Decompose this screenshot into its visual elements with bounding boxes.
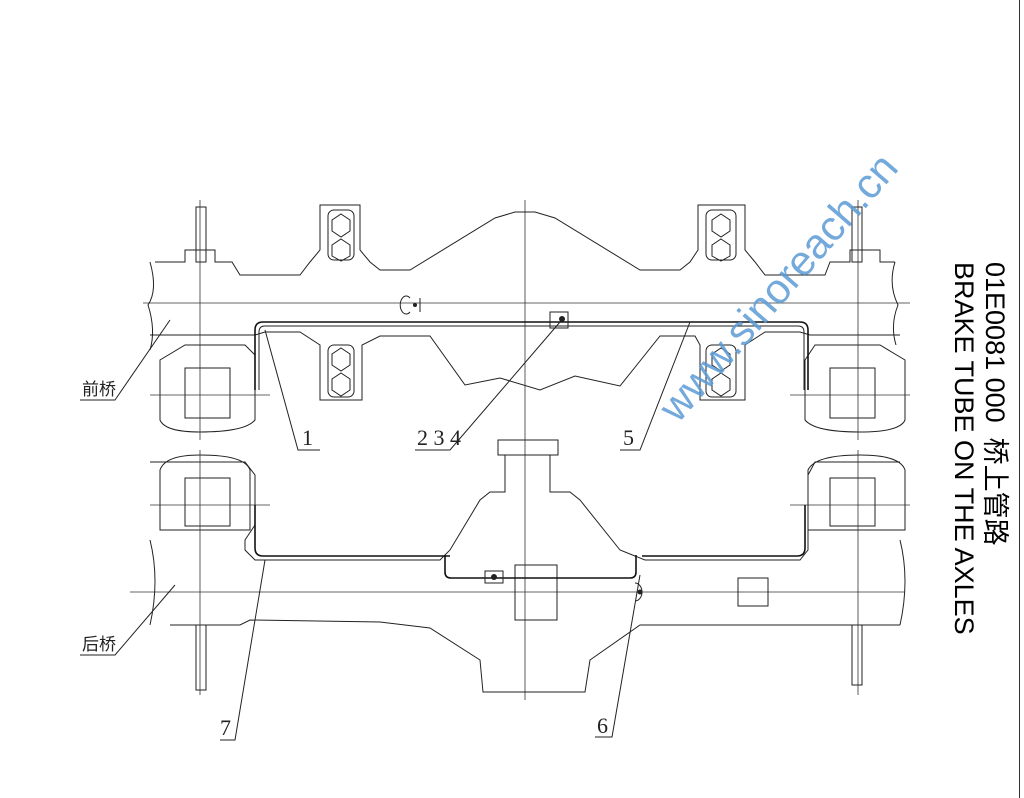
front-axle-label: 前桥	[82, 380, 116, 400]
title-en: BRAKE TUBE ON THE AXLES	[949, 262, 979, 635]
frame-border	[1019, 0, 1020, 798]
rear-axle	[130, 439, 910, 695]
callout-7: 7	[220, 715, 231, 740]
callouts: 1 2 3 4 5 6 7 前桥 后桥	[80, 319, 691, 741]
callout-6: 6	[597, 713, 608, 738]
title-cn: 桥上管路	[980, 437, 1010, 546]
callout-1: 1	[302, 425, 313, 450]
rear-brake-tube	[254, 505, 806, 557]
front-axle	[143, 200, 910, 700]
callout-5: 5	[623, 425, 634, 450]
callout-2-3-4: 2 3 4	[417, 425, 461, 450]
part-number: 01E0081 000	[980, 262, 1010, 423]
rear-axle-label: 后桥	[82, 635, 116, 655]
title-block: 01E0081 000 桥上管路 BRAKE TUBE ON THE AXLES	[948, 262, 1010, 635]
drawing-number-line: 01E0081 000 桥上管路	[979, 262, 1010, 635]
front-brake-tube	[254, 321, 809, 390]
